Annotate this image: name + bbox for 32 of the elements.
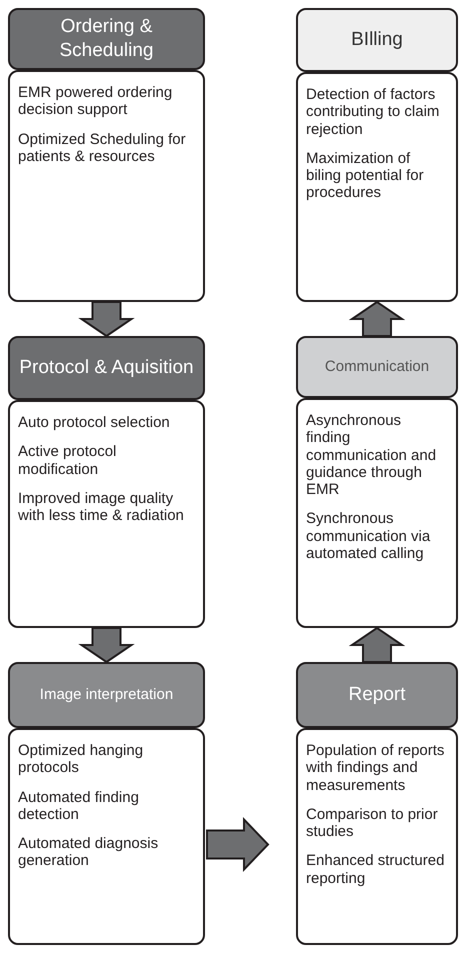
feature-text: Improved image quality with less time & radiation [18,490,185,524]
block-arrow [348,300,406,337]
feature-text: Asynchronous finding communication and guidance through EMR [306,412,438,498]
feature-text: Active protocol modification [18,443,118,478]
stage-header: Ordering & Scheduling [8,8,205,70]
block-arrow [348,626,406,663]
feature-text: Automated finding detection [18,788,140,823]
block-arrow [78,627,135,664]
stage-header: Protocol & Aquisition [8,336,205,400]
feature-text: Automated diagnosis generation [18,835,160,870]
feature-text: Optimized Scheduling for patients & resources [18,130,187,165]
feature-text: Optimized hanging protocols [18,742,144,776]
feature-text: EMR powered ordering decision support [18,84,174,118]
feature-text: Auto protocol selection [18,414,171,432]
feature-text: Maximization of biling potential for procedures [306,150,425,202]
stage-card [296,72,458,302]
block-arrow [78,301,135,338]
feature-text: Comparison to prior studies [306,806,439,840]
stage-card [296,398,458,628]
stage-card [8,70,205,302]
stage-header: Image interpretation [8,662,205,728]
stage-card [296,728,458,945]
feature-text: Synchronous communication via automated calling [306,510,432,562]
stage-header: Report [296,662,458,728]
feature-text: Enhanced structured reporting [306,852,446,887]
feature-text: Detection of factors contributing to claim rejection [306,86,440,138]
feature-text: Population of reports with findings and measurements [306,742,446,794]
stage-card [8,728,205,945]
stage-header: Communication [296,336,458,398]
stage-header: BIlling [296,8,458,72]
stage-card [8,400,205,628]
block-arrow [206,817,270,872]
